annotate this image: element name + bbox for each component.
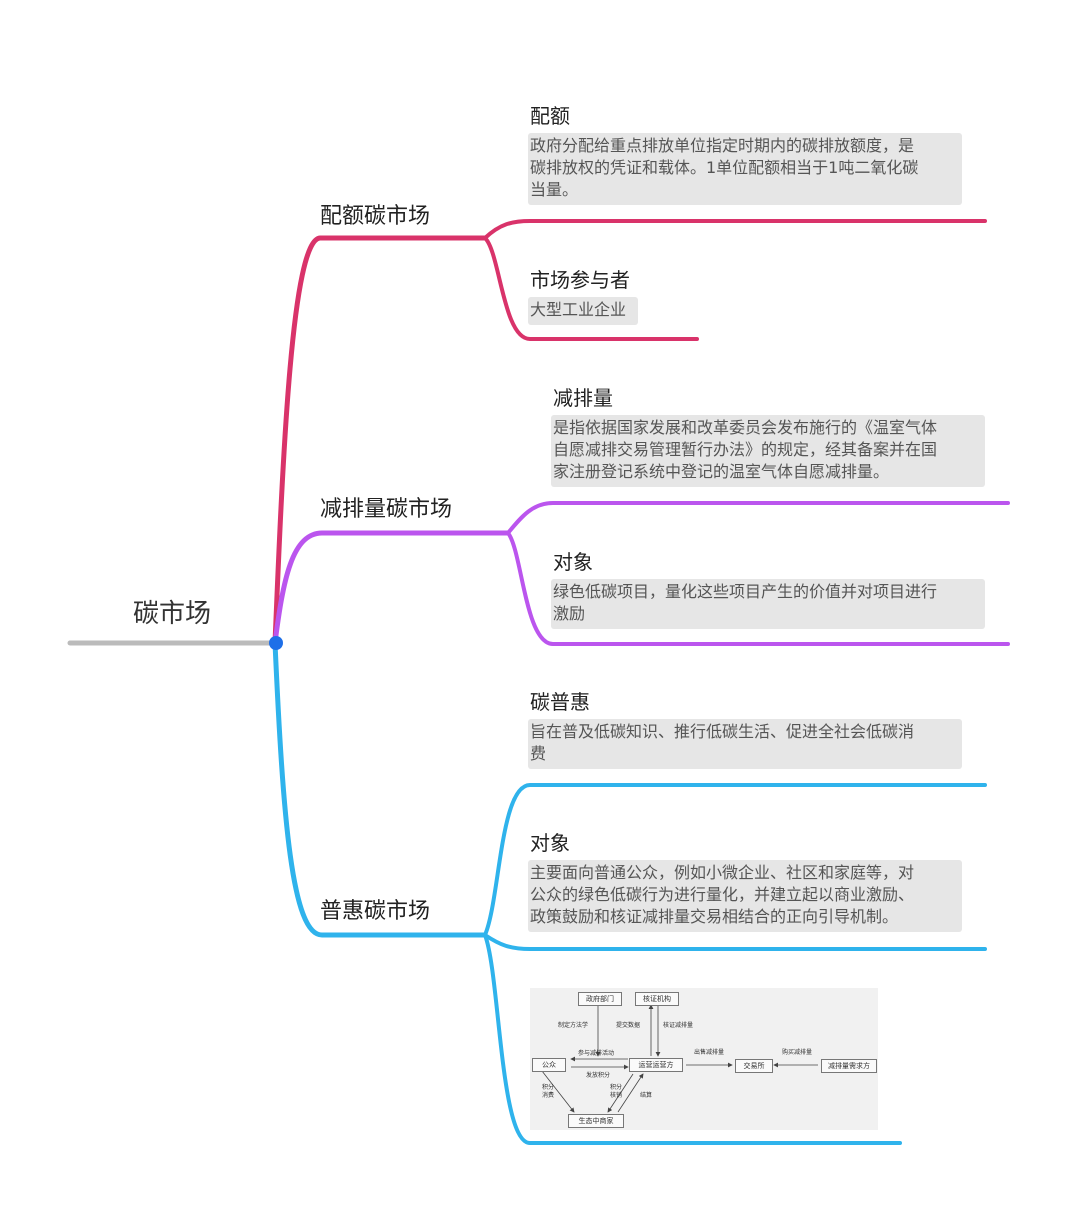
flow-label-policy: 制定方法学 [558, 1022, 589, 1029]
leaf-title-participants: 市场参与者 [530, 268, 630, 292]
leaf-line-participants [483, 236, 699, 341]
branch-line-reduction-market [272, 530, 511, 646]
branch-line-quota-market [272, 235, 488, 646]
flowchart-image: 政府部门 核证机构 公众 运营运营方 交易所 减排量需求方 生态中商家 制定方法… [530, 988, 878, 1130]
flow-label-verify-reduction: 核证减排量 [663, 1022, 694, 1029]
flow-label-submit: 提交数据 [616, 1022, 641, 1029]
branch-line-inclusive-market [272, 640, 488, 938]
leaf-line-carbon-inclusive [483, 783, 987, 937]
leaf-line-flowchart [483, 933, 902, 1145]
leaf-note-carbon-inclusive: 旨在普及低碳知识、推行低碳生活、促进全社会低碳消 费 [528, 719, 962, 769]
flow-label-spend: 积分 消费 [542, 1084, 555, 1099]
leaf-note-participants: 大型工业企业 [528, 297, 638, 325]
flow-box-verify: 核证机构 [635, 992, 679, 1006]
root-node-dot [269, 636, 283, 650]
leaf-title-carbon-inclusive: 碳普惠 [530, 690, 590, 714]
leaf-note-quota: 政府分配给重点排放单位指定时期内的碳排放额度，是 碳排放权的凭证和载体。1单位配… [528, 133, 962, 205]
flow-label-buy: 购买减排量 [782, 1049, 813, 1056]
flowchart-arrows [541, 1004, 818, 1113]
flow-label-points: 发放积分 [586, 1072, 611, 1079]
leaf-line-target-public [483, 933, 987, 951]
leaf-note-target-public: 主要面向普通公众，例如小微企业、社区和家庭等，对 公众的绿色低碳行为进行量化，并… [528, 860, 962, 932]
flow-label-settle: 结算 [640, 1092, 653, 1099]
branch-label-quota-market: 配额碳市场 [320, 204, 431, 229]
leaf-line-reduction [506, 501, 1010, 535]
branch-label-reduction-market: 减排量碳市场 [320, 497, 453, 522]
leaf-title-target-project: 对象 [553, 550, 593, 574]
flow-label-redeem: 积分 核销 [610, 1084, 623, 1099]
flow-label-join: 参与减排活动 [578, 1050, 615, 1057]
flow-box-exchange: 交易所 [735, 1059, 773, 1073]
leaf-line-target-project [506, 531, 1010, 646]
leaf-title-target-public: 对象 [530, 831, 570, 855]
flow-box-public: 公众 [532, 1058, 566, 1072]
flow-box-buyer: 减排量需求方 [821, 1059, 877, 1073]
leaf-title-reduction: 减排量 [553, 386, 613, 410]
flow-box-gov: 政府部门 [578, 992, 622, 1006]
leaf-line-quota [483, 219, 987, 240]
leaf-title-quota: 配额 [530, 104, 570, 128]
leaf-note-target-project: 绿色低碳项目，量化这些项目产生的价值并对项目进行 激励 [551, 579, 985, 629]
flow-label-sell: 出售减排量 [694, 1049, 725, 1056]
flow-box-operator: 运营运营方 [629, 1058, 683, 1072]
leaf-note-reduction: 是指依据国家发展和改革委员会发布施行的《温室气体 自愿减排交易管理暂行办法》的规… [551, 415, 985, 487]
branch-label-inclusive-market: 普惠碳市场 [320, 899, 431, 924]
flow-box-merchant: 生态中商家 [568, 1114, 624, 1128]
root-label: 碳市场 [133, 599, 212, 629]
